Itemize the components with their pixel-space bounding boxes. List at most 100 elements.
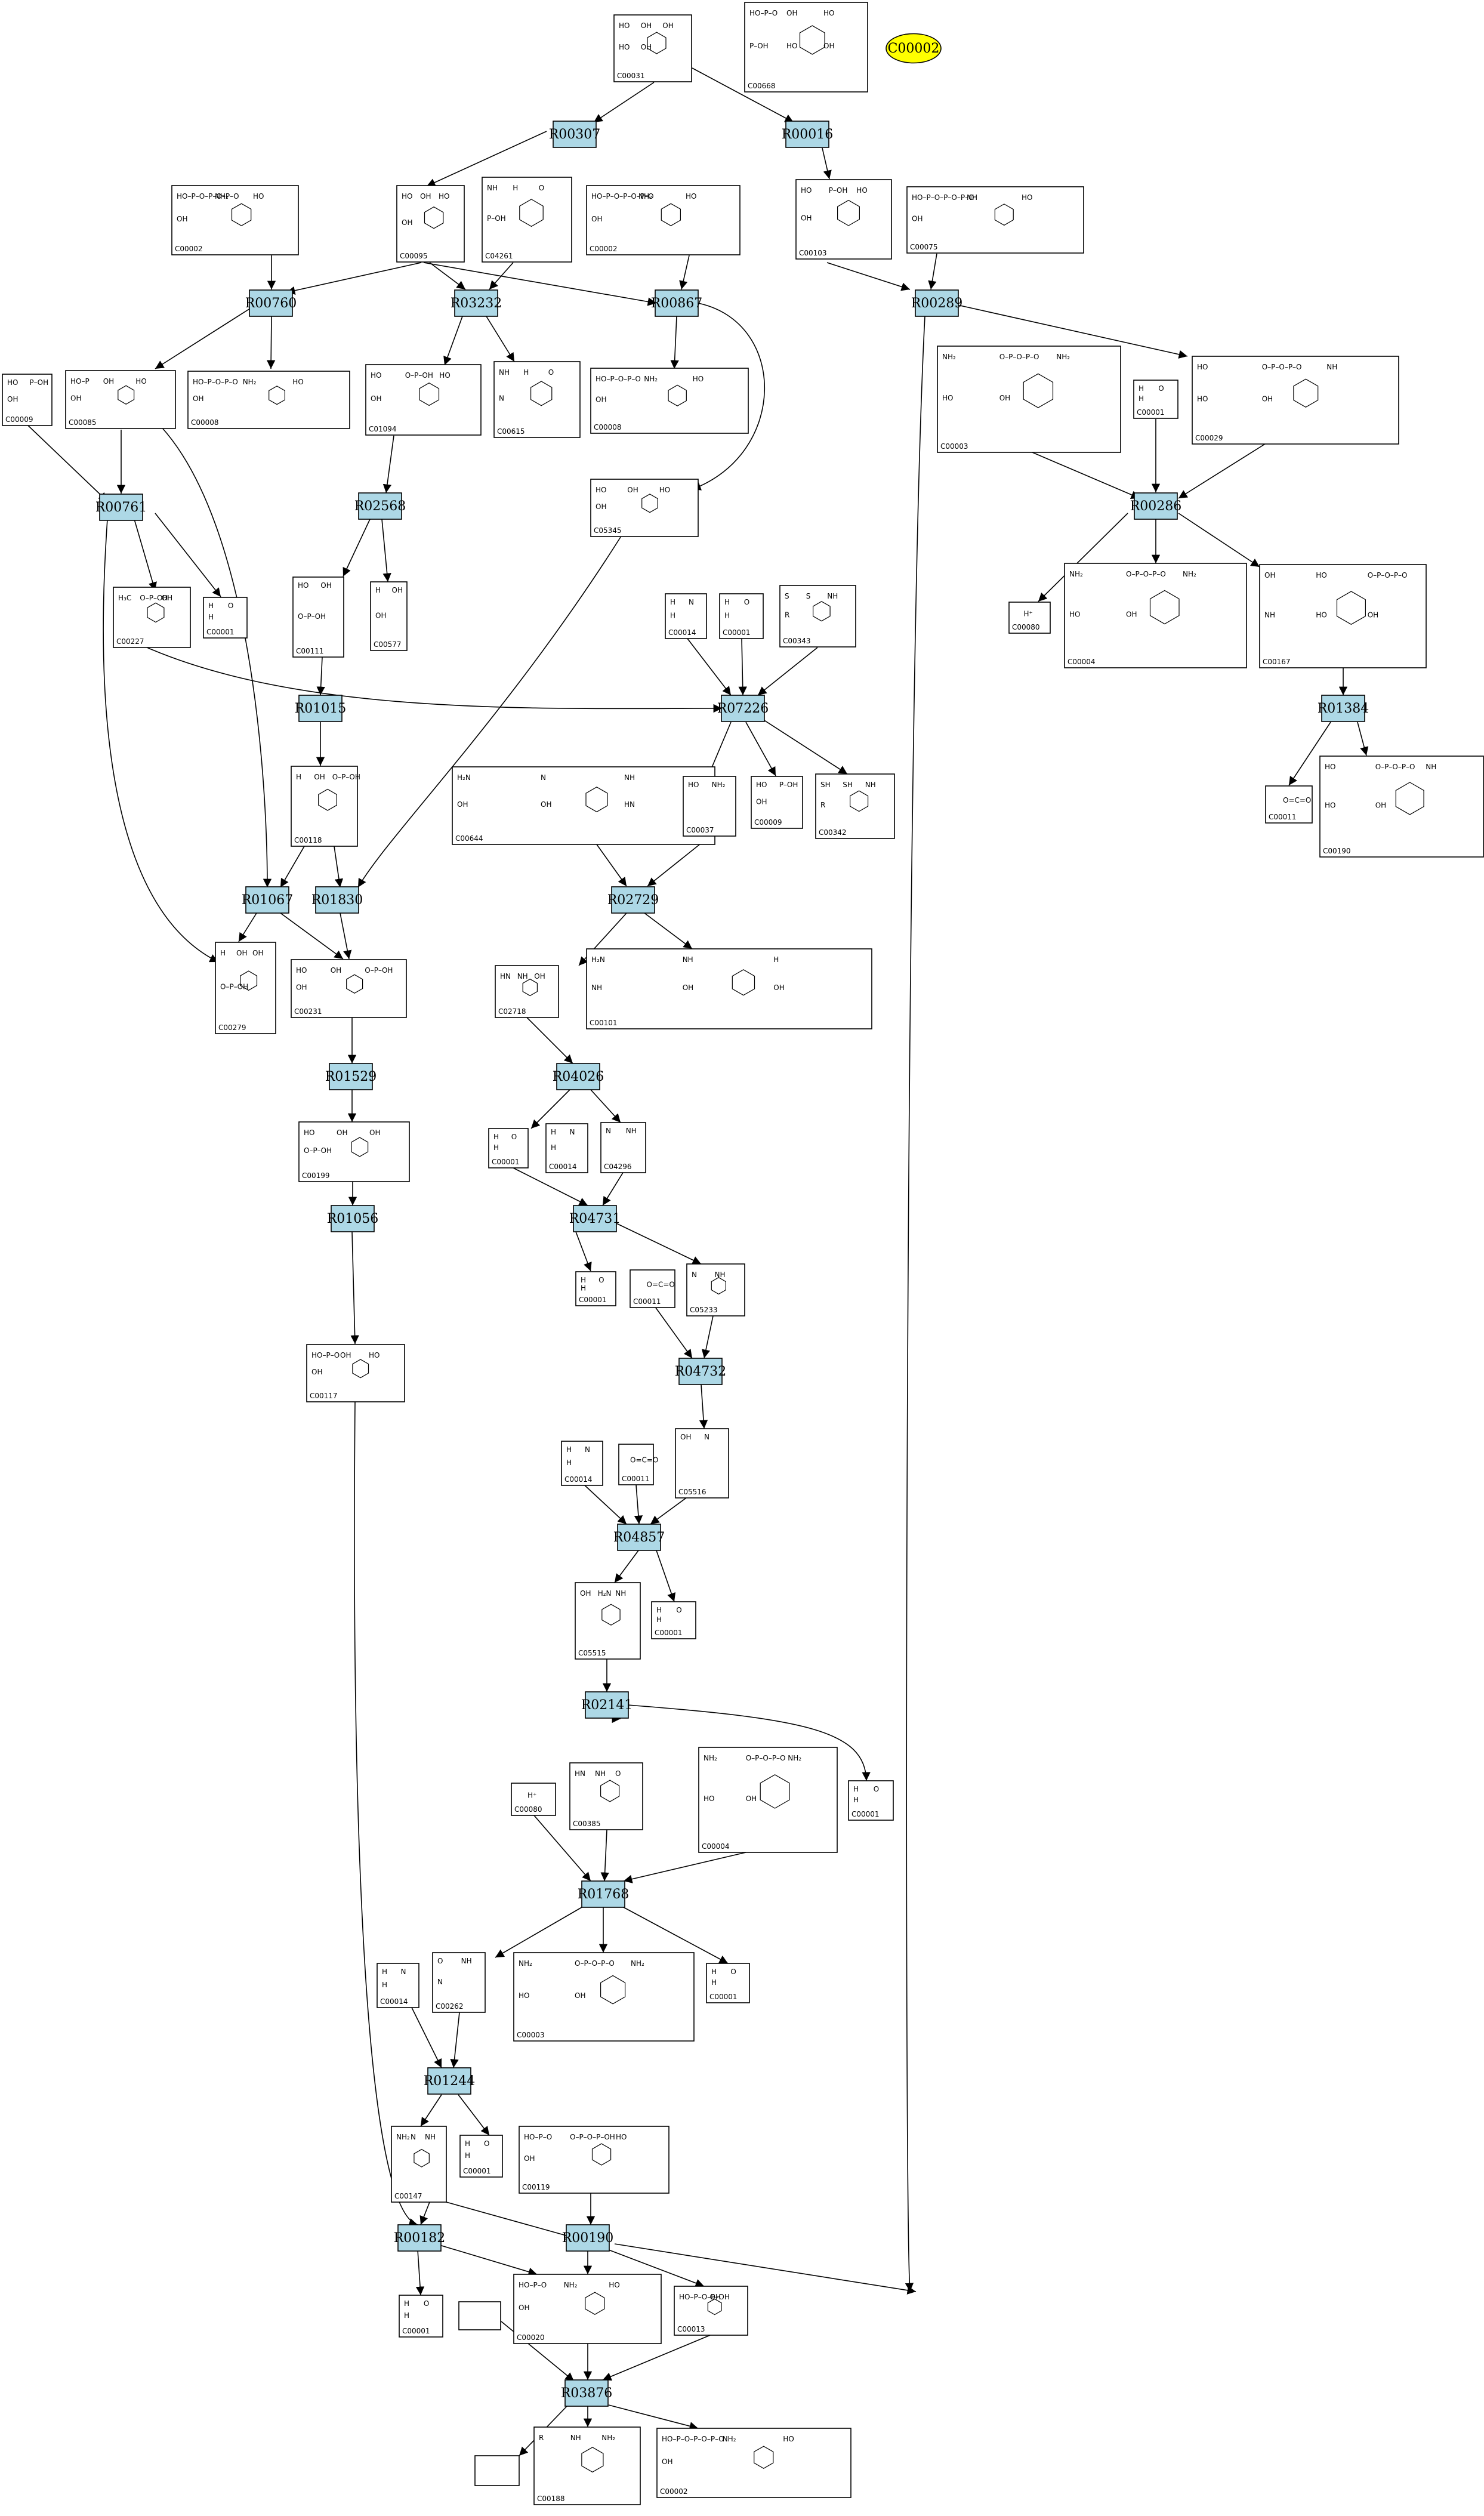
reaction-r02141[interactable]: R02141	[581, 1691, 633, 1719]
reaction-r00867[interactable]: R00867	[651, 289, 703, 317]
reaction-r03232[interactable]: R03232	[451, 289, 502, 317]
compound-id-label: C00577	[374, 640, 402, 649]
reaction-r03876[interactable]: R03876	[561, 2379, 613, 2407]
reaction-r00760[interactable]: R00760	[245, 289, 297, 317]
reaction-r00016[interactable]: R00016	[782, 121, 834, 148]
empty-compound-box[interactable]	[458, 2301, 501, 2330]
highlighted-compound[interactable]: C00002	[886, 33, 942, 64]
reaction-r01244[interactable]: R01244	[424, 2067, 476, 2095]
reaction-r01015[interactable]: R01015	[295, 695, 347, 722]
reaction-r01067[interactable]: R01067	[242, 886, 294, 914]
reaction-r04731[interactable]: R04731	[569, 1205, 621, 1232]
reaction-r01384[interactable]: R01384	[1318, 695, 1369, 722]
reaction-r01830[interactable]: R01830	[311, 886, 363, 914]
reaction-r01056[interactable]: R01056	[327, 1205, 379, 1232]
reaction-r02729[interactable]: R02729	[607, 886, 659, 914]
reaction-r01768[interactable]: R01768	[578, 1880, 630, 1908]
compound-c00080[interactable]: H⁺C00080	[1008, 602, 1051, 634]
reaction-r00182[interactable]: R00182	[394, 2224, 446, 2252]
reaction-r02568[interactable]: R02568	[354, 492, 406, 520]
reaction-r00307[interactable]: R00307	[549, 121, 601, 148]
reaction-r00761[interactable]: R00761	[95, 494, 147, 521]
reaction-r04857[interactable]: R04857	[613, 1524, 665, 1551]
reaction-r00190[interactable]: R00190	[562, 2224, 614, 2252]
empty-compound-box[interactable]	[474, 2455, 520, 2486]
reaction-r01529[interactable]: R01529	[325, 1063, 377, 1090]
reaction-r04026[interactable]: R04026	[553, 1063, 604, 1090]
reaction-r00286[interactable]: R00286	[1130, 492, 1182, 520]
ring-skeleton-icon	[1395, 782, 1424, 815]
reaction-r04732[interactable]: R04732	[675, 1358, 727, 1385]
compound-c00080[interactable]: H⁺C00080	[511, 1783, 556, 1816]
reaction-r00289[interactable]: R00289	[911, 289, 963, 317]
reaction-r07226[interactable]: R07226	[717, 695, 769, 722]
